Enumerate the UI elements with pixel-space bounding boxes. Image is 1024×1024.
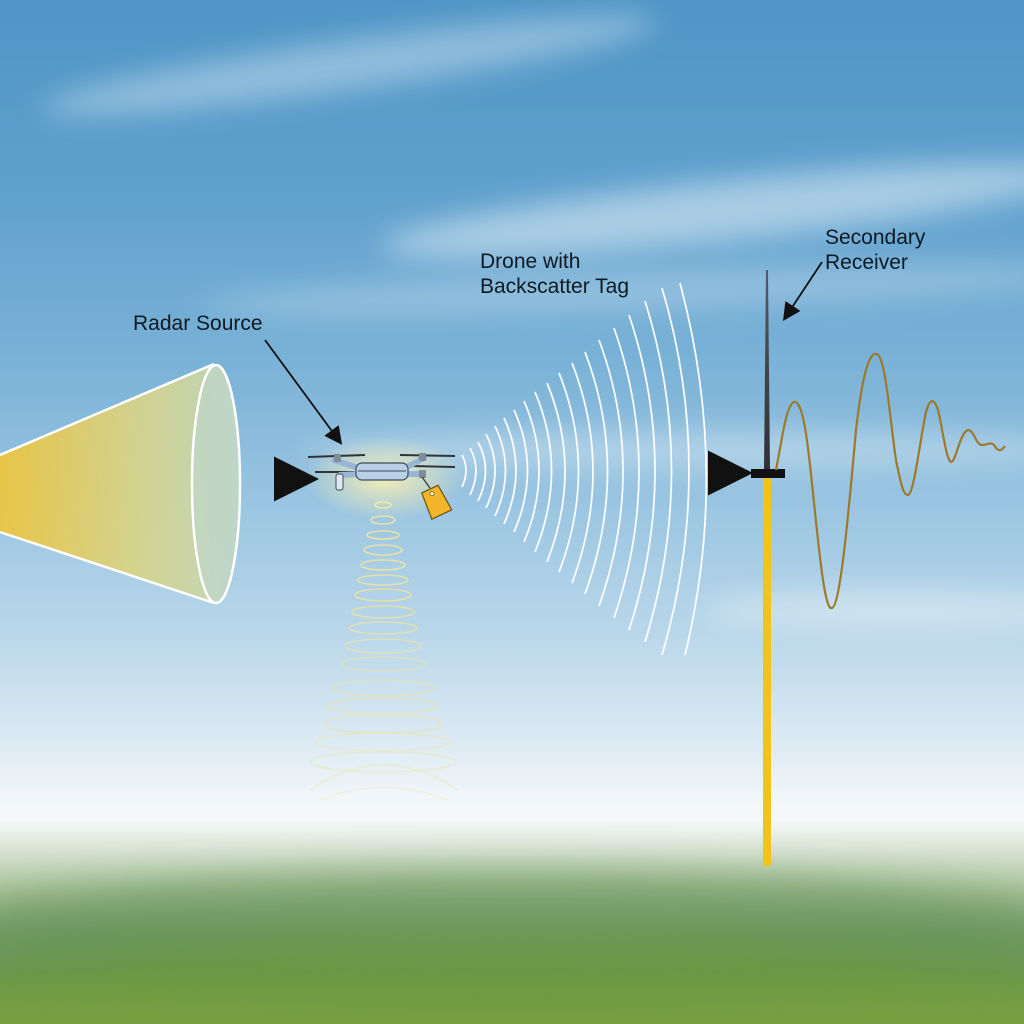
- drone-label-line2: Backscatter Tag: [480, 275, 630, 298]
- downward-helix-signal: [309, 501, 459, 801]
- backscatter-waves: [461, 282, 708, 656]
- radar-source-cone: [0, 362, 242, 605]
- receiver-label-line2: Receiver: [825, 251, 908, 274]
- backscatter-tag-icon: [421, 476, 453, 520]
- drone-label-line1: Drone with: [480, 250, 581, 273]
- radar-source-leader-arrow: [264, 339, 343, 445]
- cloud-streak: [700, 590, 1024, 630]
- receiver-label-line1: Secondary: [825, 226, 926, 249]
- secondary-receiver-antenna: [751, 270, 785, 866]
- radar-source-label: Radar Source: [133, 312, 263, 335]
- received-signal-waveform: [774, 352, 1006, 610]
- receiver-leader-arrow: [783, 261, 823, 322]
- ground-hill: [0, 940, 1024, 1024]
